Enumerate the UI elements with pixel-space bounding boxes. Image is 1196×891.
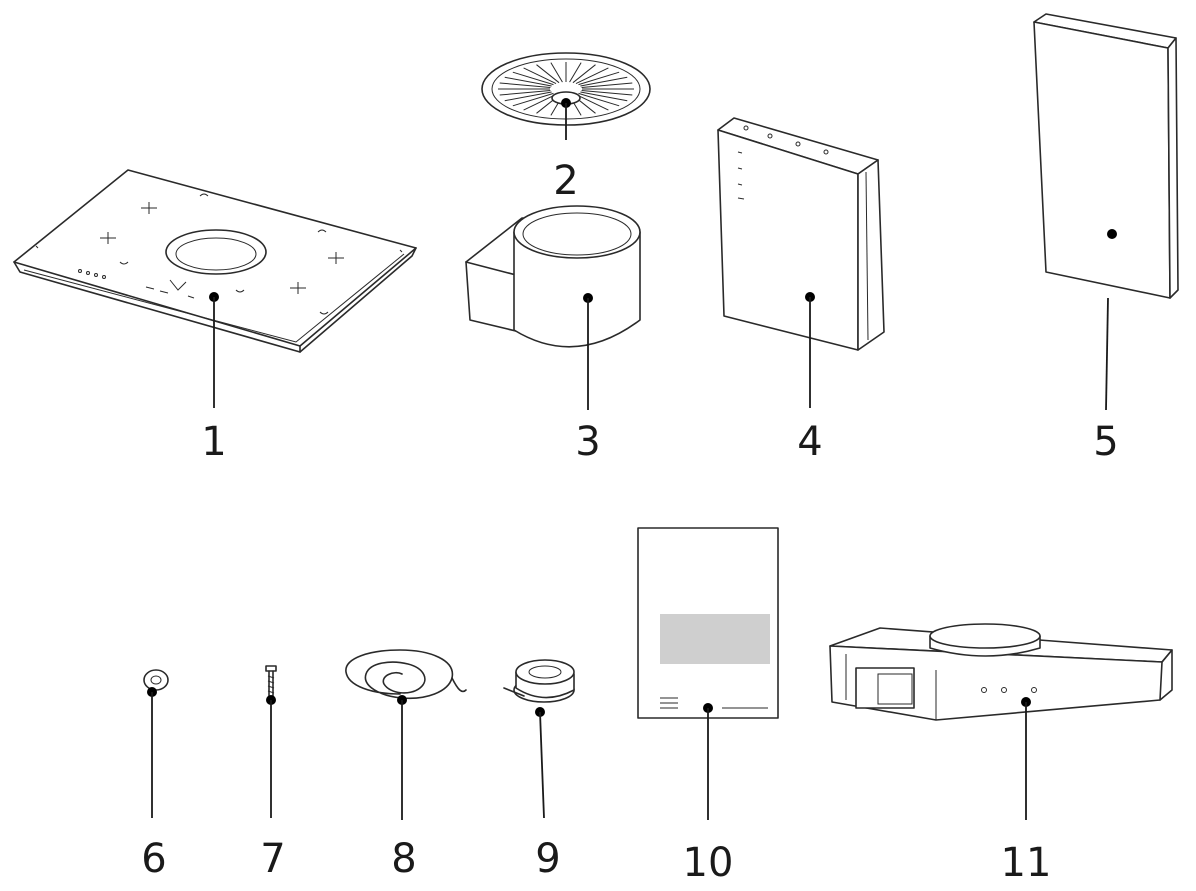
part-1-cooktop: 1 xyxy=(14,170,416,465)
part-11-number: 11 xyxy=(1001,840,1052,886)
part-1-number: 1 xyxy=(201,419,226,465)
part-9-number: 9 xyxy=(535,836,560,882)
part-5-chimney: 5 xyxy=(1034,14,1178,465)
part-6-number: 6 xyxy=(141,836,166,882)
part-2-number: 2 xyxy=(553,158,578,204)
part-7-number: 7 xyxy=(260,836,285,882)
part-8-spiral: 8 xyxy=(346,650,466,882)
part-8-number: 8 xyxy=(391,836,416,882)
part-4-housing: 4 xyxy=(718,118,884,465)
part-10-number: 10 xyxy=(683,840,734,886)
part-10-manual: 10 xyxy=(638,528,778,886)
part-9-tape-roll: 9 xyxy=(504,660,574,882)
part-6-washer: 6 xyxy=(141,670,168,882)
part-2-filter: 2 xyxy=(482,53,650,204)
part-4-number: 4 xyxy=(797,419,822,465)
part-5-number: 5 xyxy=(1093,419,1118,465)
part-7-screw: 7 xyxy=(260,666,285,882)
part-3-number: 3 xyxy=(575,419,600,465)
part-3-duct-adaptor: 3 xyxy=(466,206,640,465)
part-11-motor-unit: 11 xyxy=(830,624,1172,886)
